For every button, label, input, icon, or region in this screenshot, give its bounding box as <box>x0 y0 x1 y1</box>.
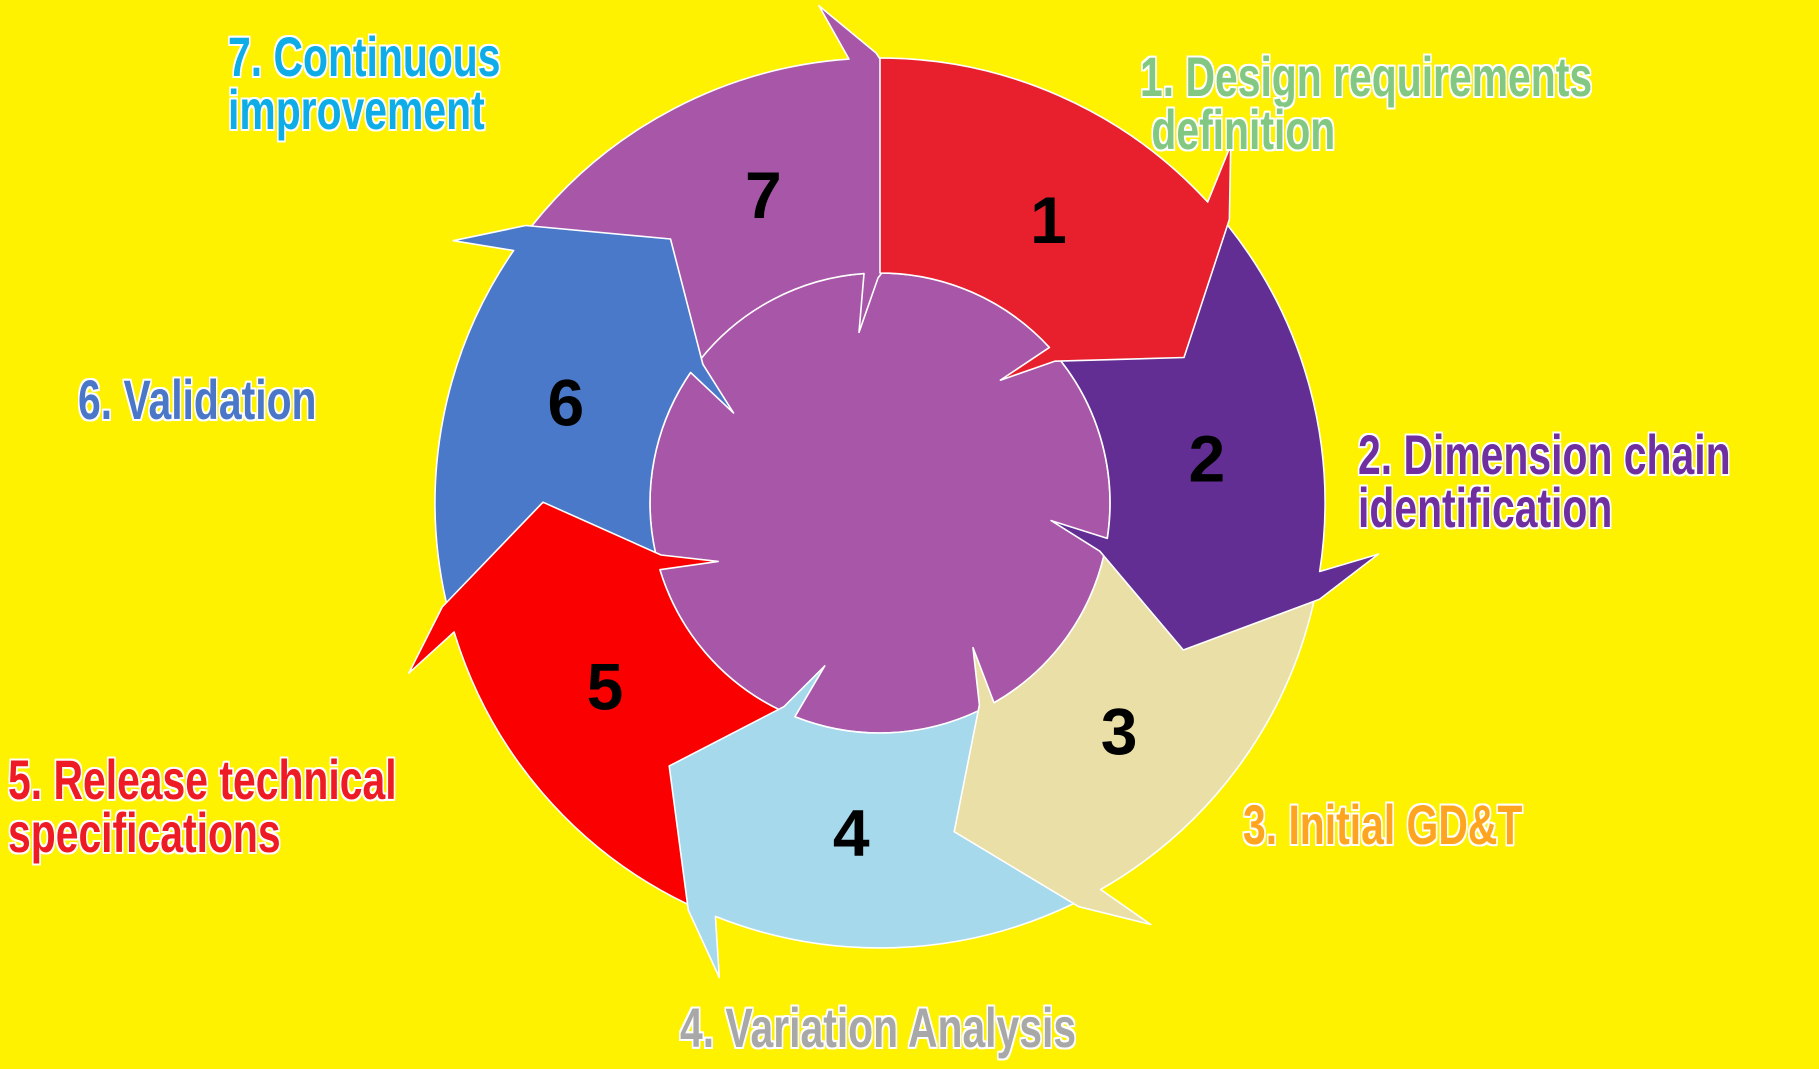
label-step-6: 6. Validation <box>78 368 317 431</box>
label-step-2: 2. Dimension chain identification <box>1358 423 1731 540</box>
segment-number-2: 2 <box>1189 422 1226 496</box>
cycle-center-circle <box>649 272 1111 734</box>
segment-number-3: 3 <box>1101 694 1138 768</box>
segment-number-7: 7 <box>745 158 782 232</box>
segment-number-1: 1 <box>1030 183 1067 257</box>
label-step-1: 1. Design requirements definition <box>1140 45 1593 162</box>
label-step-3: 3. Initial GD&T <box>1243 793 1523 856</box>
segment-number-5: 5 <box>587 649 624 723</box>
segment-number-6: 6 <box>548 366 585 440</box>
cycle-segment-3 <box>953 553 1315 926</box>
cycle-segment-6 <box>434 224 735 603</box>
cycle-segment-1 <box>879 57 1232 381</box>
label-step-7: 7. Continuous improvement <box>228 25 501 142</box>
segment-number-4: 4 <box>833 795 870 869</box>
label-step-5: 5. Release technical specifications <box>8 748 397 865</box>
label-step-4: 4. Variation Analysis <box>680 996 1077 1059</box>
